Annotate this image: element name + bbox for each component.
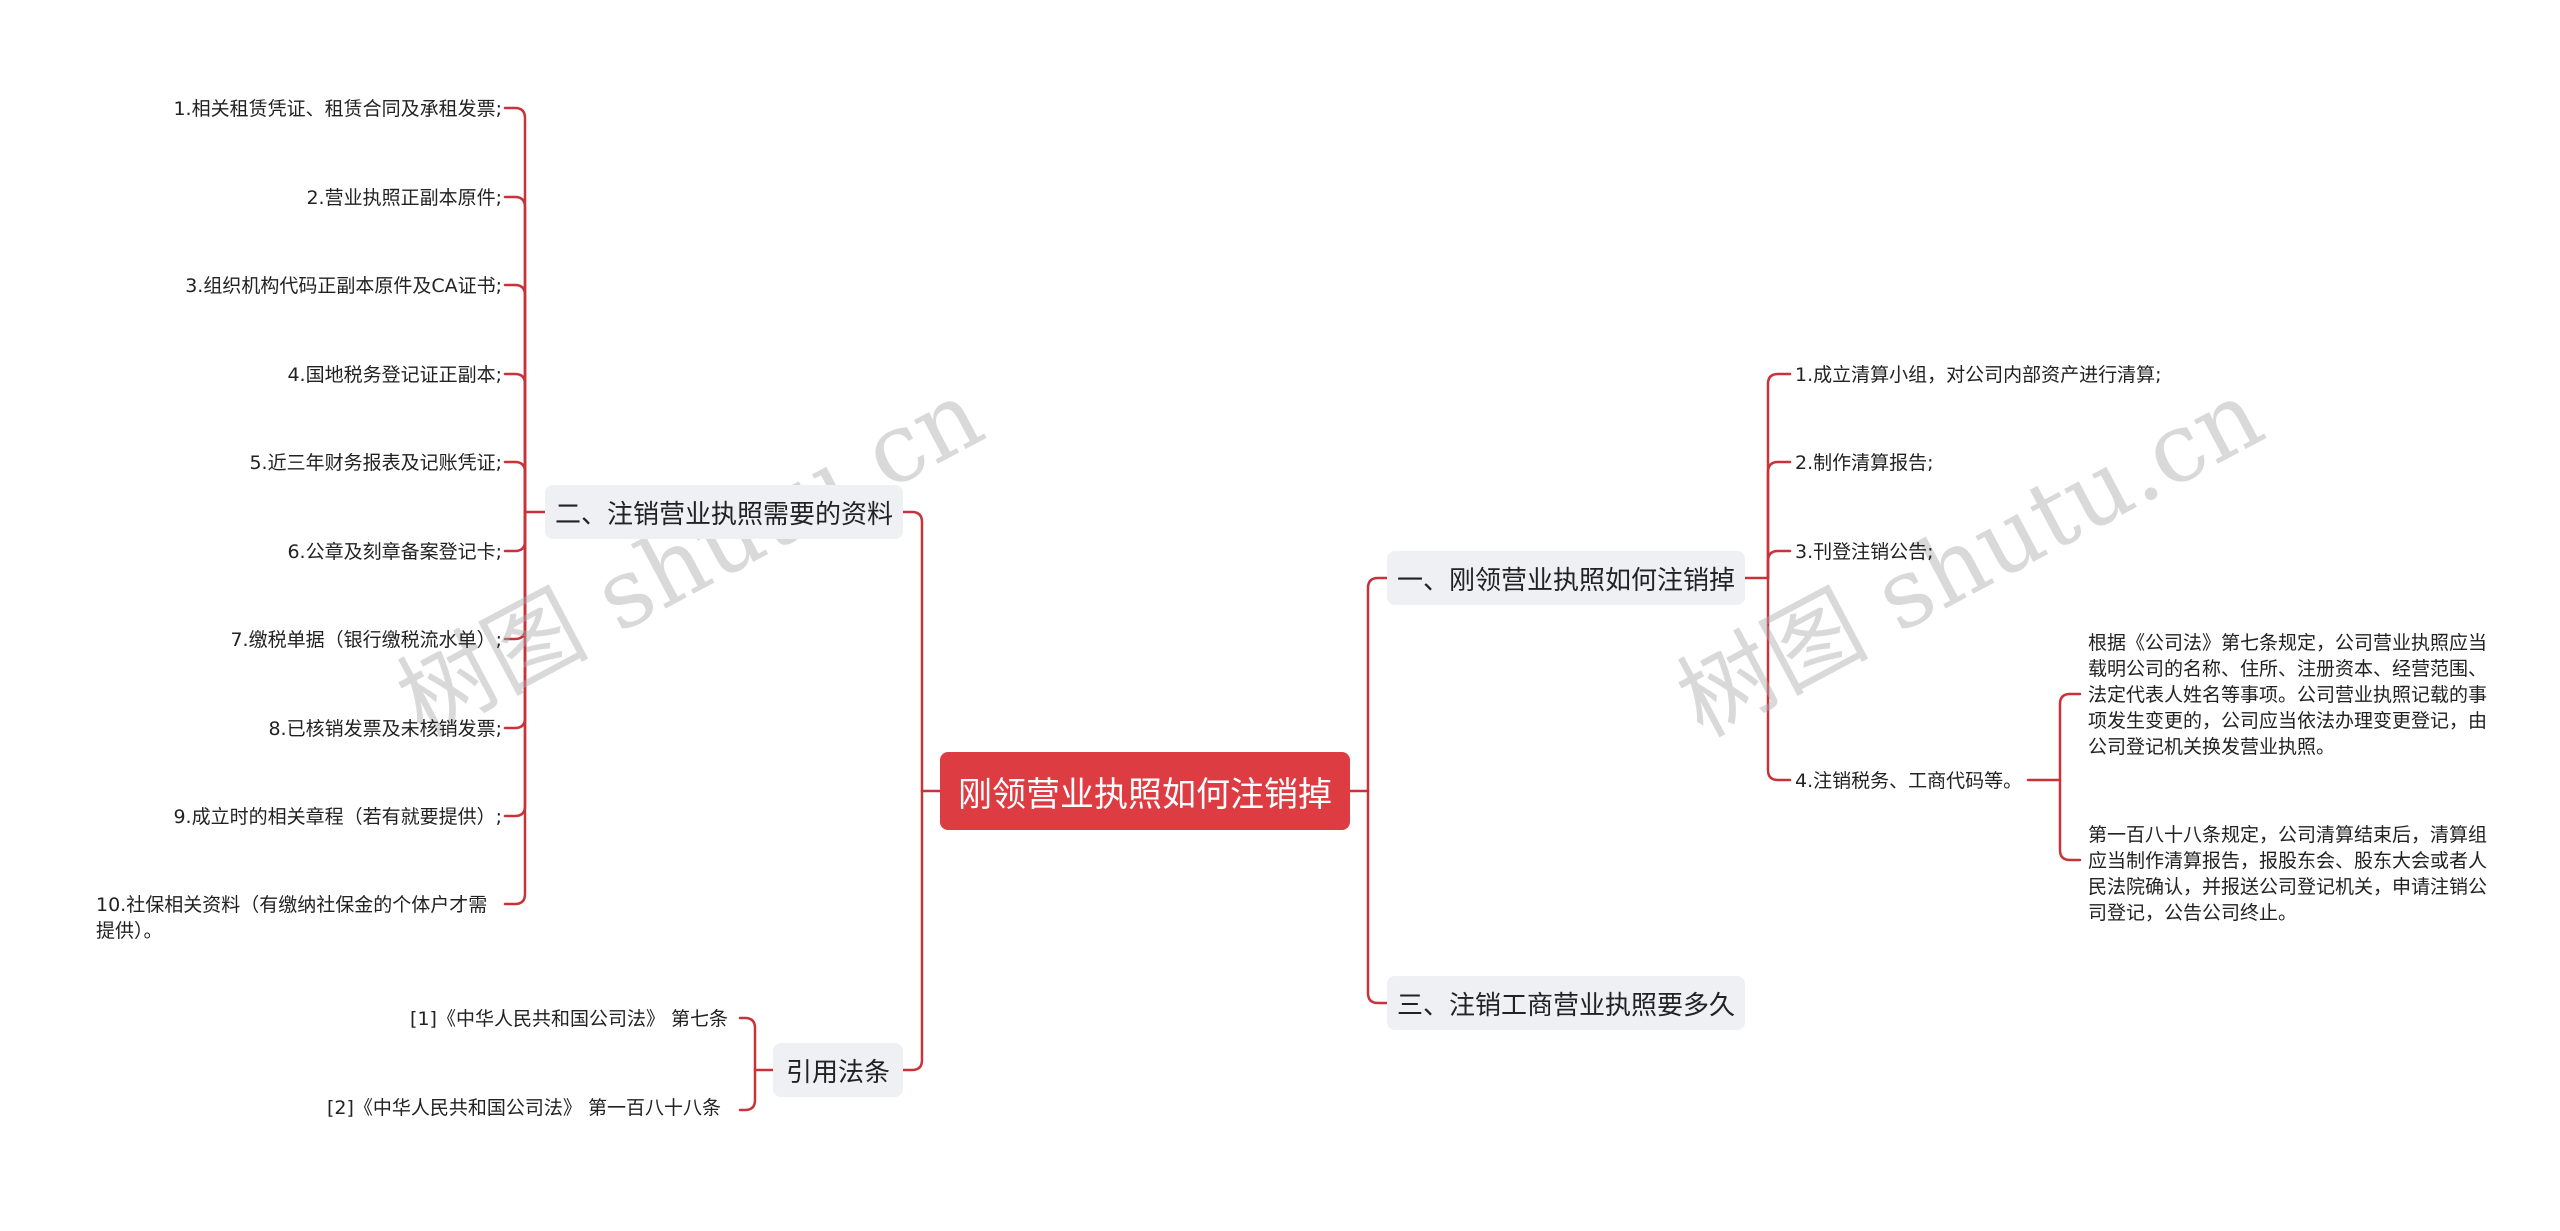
citations-link	[738, 1068, 757, 1112]
material-item[interactable]: 8.已核销发票及未核销发票;	[268, 718, 502, 740]
how-link	[1766, 549, 1792, 580]
citation-item[interactable]: [1]《中华人民共和国公司法》 第七条	[410, 1008, 728, 1030]
step-item[interactable]: 3.刊登注销公告;	[1795, 541, 1934, 563]
material-item[interactable]: 2.营业执照正副本原件;	[306, 187, 502, 209]
root-right-link	[1366, 576, 1389, 793]
step-item[interactable]: 1.成立清算小组，对公司内部资产进行清算;	[1795, 364, 2162, 386]
branch-citations[interactable]: 引用法条	[773, 1043, 903, 1097]
materials-link	[503, 510, 527, 553]
branch-how[interactable]: 一、刚领营业执照如何注销掉	[1387, 551, 1745, 605]
step-item[interactable]: 4.注销税务、工商代码等。	[1795, 770, 2023, 792]
material-item[interactable]: 5.近三年财务报表及记账凭证;	[249, 452, 502, 474]
materials-link	[503, 283, 527, 514]
citation-item[interactable]: [2]《中华人民共和国公司法》 第一百八十八条	[327, 1097, 721, 1119]
materials-link	[503, 510, 527, 906]
branch-duration[interactable]: 三、注销工商营业执照要多久	[1387, 976, 1745, 1030]
step-item[interactable]: 2.制作清算报告;	[1795, 452, 1934, 474]
root-right-link	[1366, 789, 1389, 1005]
root-left-link	[901, 510, 924, 793]
material-item[interactable]: 4.国地税务登记证正副本;	[287, 364, 502, 386]
material-item[interactable]: 3.组织机构代码正副本原件及CA证书;	[185, 275, 502, 297]
note-paragraph[interactable]: 第一百八十八条规定，公司清算结束后，清算组应当制作清算报告，报股东会、股东大会或…	[2088, 824, 2488, 924]
material-item[interactable]: 6.公章及刻章备案登记卡;	[287, 541, 502, 563]
material-item[interactable]: 1.相关租赁凭证、租赁合同及承租发票;	[173, 98, 502, 120]
material-item[interactable]: 9.成立时的相关章程（若有就要提供）;	[173, 806, 502, 828]
how-link	[1766, 460, 1792, 580]
materials-link	[503, 510, 527, 818]
root-node[interactable]: 刚领营业执照如何注销掉	[940, 752, 1350, 830]
notes-link	[2058, 778, 2082, 862]
citations-link	[738, 1016, 757, 1072]
material-item[interactable]: 10.社保相关资料（有缴纳社保金的个体户才需提供）。	[96, 894, 488, 942]
how-link	[1766, 576, 1792, 782]
root-left-link	[901, 789, 924, 1072]
materials-link	[503, 106, 527, 514]
materials-link	[503, 510, 527, 730]
materials-link	[503, 460, 527, 514]
materials-link	[503, 372, 527, 514]
note-paragraph[interactable]: 根据《公司法》第七条规定，公司营业执照应当载明公司的名称、住所、注册资本、经营范…	[2088, 632, 2488, 758]
material-item[interactable]: 7.缴税单据（银行缴税流水单）;	[230, 629, 502, 651]
notes-link	[2058, 692, 2082, 782]
materials-link	[503, 510, 527, 641]
branch-materials[interactable]: 二、注销营业执照需要的资料	[545, 485, 903, 539]
how-link	[1766, 372, 1792, 580]
materials-link	[503, 195, 527, 514]
